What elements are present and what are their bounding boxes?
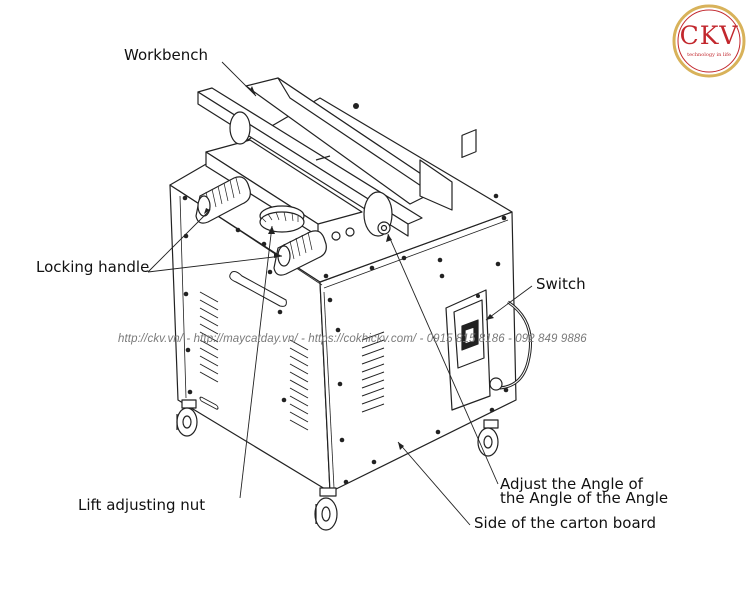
logo-tagline: technology in life — [687, 52, 731, 58]
label-locking-handle: Locking handle — [36, 258, 150, 276]
label-adjust-angle-line2: the Angle of the Angle — [500, 489, 669, 507]
caster-front-left — [176, 399, 198, 437]
switch — [445, 129, 491, 411]
watermark-text: http://ckv.vn/ - http://maycatday.vn/ - … — [118, 333, 587, 345]
logo-text: CKV — [679, 21, 739, 50]
caster-front — [314, 487, 338, 531]
label-adjust-angle-line1: Adjust the Angle of — [500, 475, 643, 493]
label-carton-side: Side of the carton board — [474, 514, 657, 532]
logo-ring — [672, 4, 746, 78]
caster-right — [477, 419, 499, 457]
leader-lines — [147, 61, 533, 526]
ckv-logo: CKV technology in life — [672, 4, 746, 78]
handle-slot — [229, 271, 287, 307]
screws — [182, 103, 509, 485]
left-vent-slots — [199, 396, 219, 410]
label-switch: Switch — [536, 275, 586, 293]
locking-handle-lower — [273, 230, 327, 276]
label-lift-adjusting-nut: Lift adjusting nut — [78, 496, 206, 514]
label-workbench: Workbench — [124, 46, 208, 64]
lift-adjusting-nut — [259, 205, 305, 233]
